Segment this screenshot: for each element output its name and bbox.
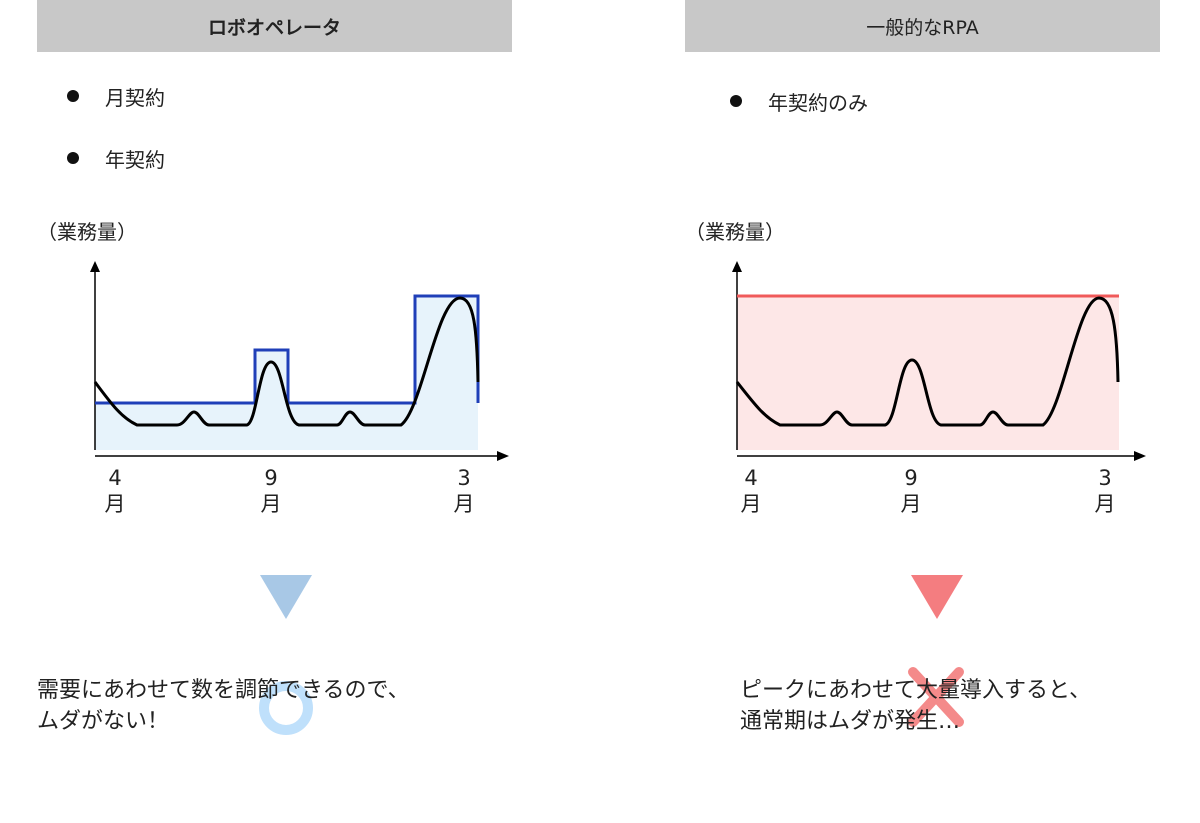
y-axis-label: （業務量）: [685, 220, 785, 244]
x-axis-arrow-icon: [1134, 451, 1146, 461]
general-rpa-panel: 一般的なRPA 年契約のみ （業務量） 4 月 9 月 3 月 ピークにあわせて…: [685, 0, 1160, 823]
conclusion-text: ピークにあわせて大量導入すると、 通常期はムダが発生…: [740, 678, 1092, 734]
robo-operator-panel: ロボオペレータ 月契約 年契約 （業務量） 4 月 9 月 3 月 需要にあわせ…: [37, 0, 512, 823]
list-item: 年契約: [67, 142, 165, 174]
y-axis-arrow-icon: [90, 261, 100, 272]
x-tick-3: 3 月: [1094, 466, 1116, 516]
workload-chart: [90, 261, 509, 461]
down-arrow-icon: [260, 575, 312, 619]
panel-title: ロボオペレータ: [37, 0, 512, 52]
x-tick-4: 4 月: [104, 466, 126, 516]
workload-curve: [735, 296, 1120, 427]
capacity-fill: [737, 296, 1119, 450]
x-tick-9: 9 月: [260, 466, 282, 516]
circle-mark-icon: [259, 681, 313, 735]
workload-curve: [93, 296, 480, 427]
bullet-dot-icon: [67, 90, 79, 102]
list-item: 年契約のみ: [730, 85, 868, 117]
workload-chart: [732, 261, 1146, 461]
bullet-dot-icon: [730, 95, 742, 107]
x-axis-arrow-icon: [497, 451, 509, 461]
conclusion-text: 需要にあわせて数を調節できるので、 ムダがない！: [37, 678, 410, 734]
contract-bullet-list: 月契約 年契約: [67, 80, 165, 204]
x-tick-9: 9 月: [900, 466, 922, 516]
y-axis-arrow-icon: [732, 261, 742, 272]
cross-mark-icon: [908, 667, 964, 727]
bullet-dot-icon: [67, 152, 79, 164]
y-axis-label: （業務量）: [37, 220, 137, 244]
list-item: 月契約: [67, 80, 165, 112]
panel-title: 一般的なRPA: [685, 0, 1160, 52]
x-tick-3: 3 月: [453, 466, 475, 516]
contract-bullet-list: 年契約のみ: [730, 85, 868, 147]
down-arrow-icon: [911, 575, 963, 619]
x-tick-4: 4 月: [740, 466, 762, 516]
